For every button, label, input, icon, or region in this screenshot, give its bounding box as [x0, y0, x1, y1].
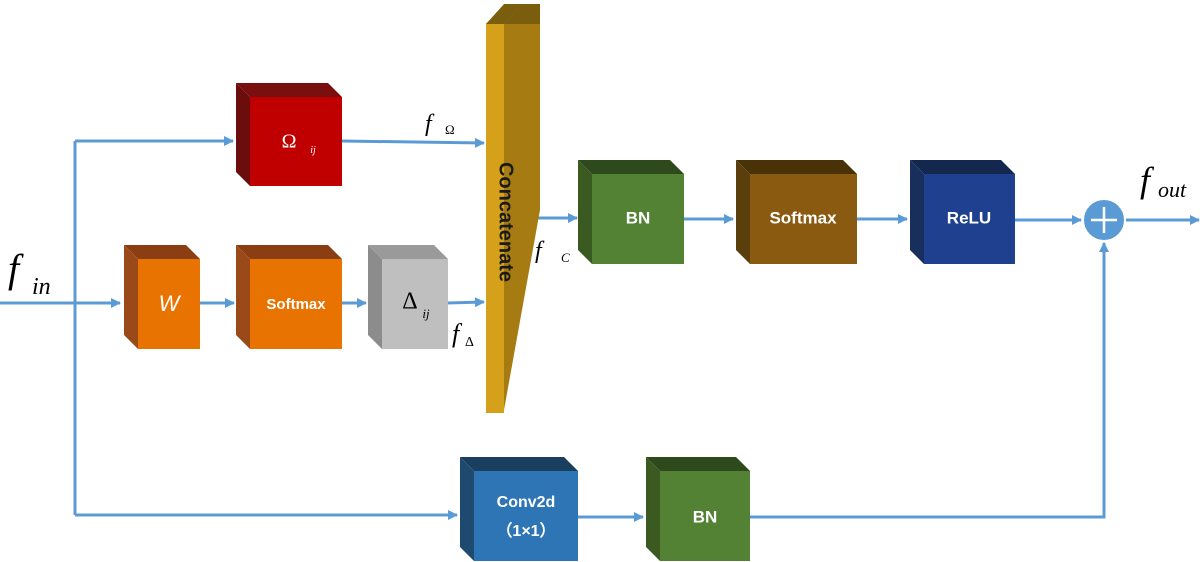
svg-text:f: f: [535, 238, 545, 264]
bn-bottom-block: BN: [646, 457, 750, 561]
softmax-main-label: Softmax: [769, 208, 837, 227]
bn-main-block: BN: [578, 160, 684, 264]
concatenate-label: Concatenate: [495, 162, 517, 282]
arrow-omega-to-concat: [341, 137, 485, 148]
sum-node: [1082, 198, 1126, 242]
relu-label: ReLU: [947, 208, 991, 227]
softmax-top-block: Softmax: [236, 245, 342, 349]
w-label: W: [159, 291, 182, 316]
delta-subscript: ij: [422, 306, 430, 321]
omega-subscript: ij: [310, 145, 316, 156]
delta-label: Δ: [402, 289, 417, 315]
svg-text:in: in: [32, 274, 51, 300]
concatenate-block: Concatenate: [486, 4, 540, 413]
relu-block: ReLU: [910, 160, 1015, 264]
f-in-label: f in: [8, 246, 51, 300]
svg-text:f: f: [425, 111, 435, 137]
bn-main-label: BN: [626, 208, 651, 227]
delta-block: Δ ij: [368, 245, 448, 349]
svg-text:C: C: [561, 250, 570, 265]
f-c-label: f C: [535, 238, 570, 265]
svg-text:Δ: Δ: [465, 335, 474, 350]
svg-text:f: f: [8, 246, 24, 291]
bn-bottom-label: BN: [693, 507, 718, 526]
svg-text:out: out: [1158, 177, 1187, 202]
arrow-bn-to-sum: [750, 242, 1109, 519]
conv2d-kernel-label: （1×1）: [496, 522, 555, 540]
svg-text:Ω: Ω: [445, 122, 455, 137]
svg-text:f: f: [1140, 160, 1155, 200]
arrow-delta-to-concat: [446, 297, 485, 308]
f-omega-label: f Ω: [425, 111, 455, 137]
svg-text:f: f: [452, 319, 463, 348]
softmax-main-block: Softmax: [736, 160, 857, 264]
conv2d-label: Conv2d: [497, 494, 556, 511]
f-delta-label: f Δ: [452, 319, 474, 350]
conv2d-block: Conv2d （1×1）: [460, 457, 578, 561]
w-block: W: [124, 245, 200, 349]
f-out-label: f out: [1140, 160, 1187, 202]
connectors: [0, 136, 1200, 522]
softmax-top-label: Softmax: [266, 296, 326, 313]
omega-label: Ω: [282, 131, 297, 153]
omega-block: Ω ij: [236, 83, 342, 186]
